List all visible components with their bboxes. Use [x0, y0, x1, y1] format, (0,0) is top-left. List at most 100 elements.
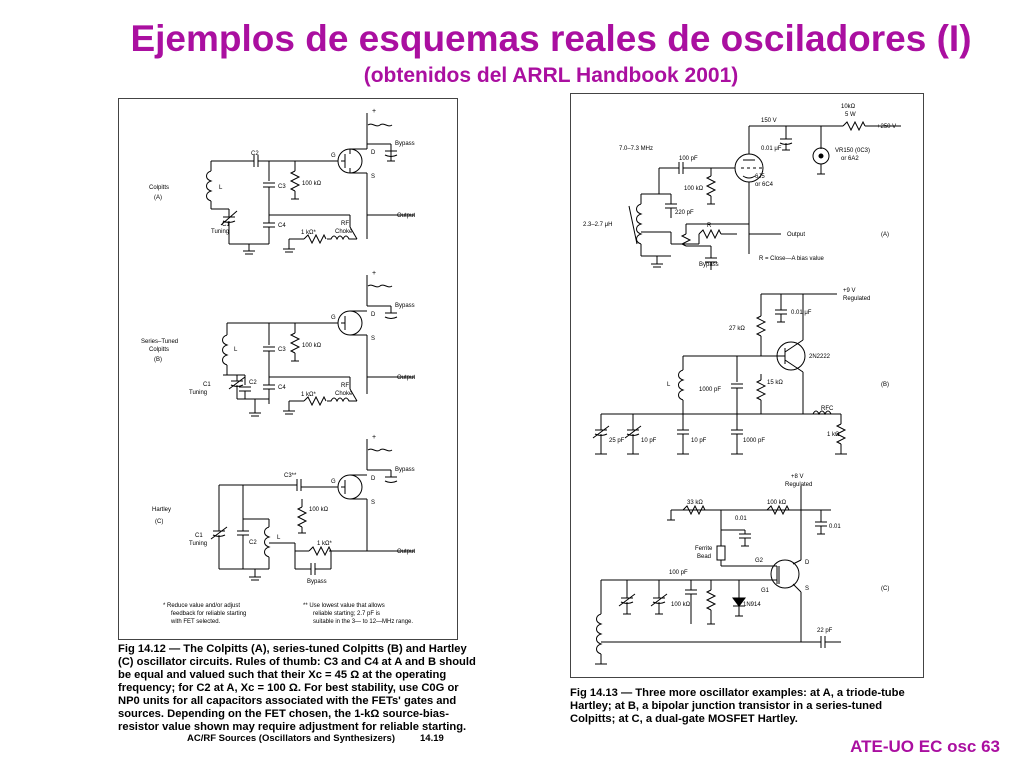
a-5w: 5 W — [845, 112, 856, 118]
circuit-b-name-1: Series–Tuned — [141, 339, 178, 345]
circuit-c-c3: C3** — [284, 473, 297, 479]
page-footer-number: 14.19 — [420, 733, 444, 744]
b-regulated: Regulated — [843, 296, 870, 302]
fig12-note1-line2: feedback for reliable starting — [171, 611, 246, 617]
c-r100ka: 100 kΩ — [767, 500, 787, 506]
c-s: S — [805, 586, 809, 592]
fig12-note1-line1: * Reduce value and/or adjust — [163, 603, 240, 609]
circuit-b-output: Output — [397, 375, 415, 381]
circuit-b-r100k: 100 kΩ — [302, 343, 322, 349]
c-tag: (C) — [881, 586, 889, 592]
circuit-a: + Bypass G D S 100 kΩ Output L C1 Tuning… — [149, 108, 415, 255]
circuit-b-c4: C4 — [278, 385, 286, 391]
fig12-schematic-panel: + Bypass G D S 100 kΩ Output L C1 Tuning… — [118, 98, 458, 640]
circuit-a-output: Output — [397, 213, 415, 219]
fig12-note2-line2: reliable starting; 2.7 pF is — [313, 611, 380, 617]
b-r15k: 15 kΩ — [767, 380, 783, 386]
circuit-a-r1k: 1 kΩ* — [301, 230, 316, 236]
circuit-c-output: Output — [397, 549, 415, 555]
fig13-schematic: 10kΩ 5 W 150 V +250 V 7.0–7.3 MHz 0.01 μ… — [583, 104, 901, 665]
b-rfc: RFC — [821, 406, 834, 412]
circuit-a-c4: C4 — [278, 223, 286, 229]
a-or6a2: or 6A2 — [841, 156, 859, 162]
b-c10a: 10 pF — [641, 438, 657, 444]
circuit-a-plus: + — [372, 108, 376, 115]
b-q: 2N2222 — [809, 354, 831, 360]
fig12-caption-line: NP0 units for all capacitors associated … — [118, 695, 457, 707]
circuit-a-c3: C3 — [278, 184, 286, 190]
c-r33k: 33 kΩ — [687, 500, 703, 506]
circuit-b-g: G — [331, 315, 336, 321]
fig13-caption-line: Colpitts; at C, a dual-gate MOSFET Hartl… — [570, 713, 798, 725]
a-250v: +250 V — [877, 124, 896, 130]
fig13-circuit-a: 10kΩ 5 W 150 V +250 V 7.0–7.3 MHz 0.01 μ… — [583, 104, 901, 270]
fig12-note1-line3: with FET selected. — [170, 619, 221, 625]
circuit-a-c1: C1 — [222, 222, 230, 228]
slide-subtitle: (obtenidos del ARRL Handbook 2001) — [363, 64, 739, 87]
circuit-a-rf: RF — [341, 221, 349, 227]
circuit-b-plus: + — [372, 270, 376, 277]
circuit-a-tag: (A) — [154, 195, 162, 201]
a-r100k: 100 kΩ — [684, 186, 704, 192]
circuit-a-c2: C2 — [251, 151, 259, 157]
c-c100p: 100 pF — [669, 570, 688, 576]
circuit-a-d: D — [371, 150, 376, 156]
circuit-b-s: S — [371, 336, 375, 342]
b-tag: (B) — [881, 382, 889, 388]
circuit-b: + Bypass G D S 100 kΩ Output L C1 Tuning… — [141, 270, 415, 417]
fig12-note2-line3: suitable in the 3— to 12—MHz range. — [313, 619, 413, 625]
circuit-b-c1: C1 — [203, 382, 211, 388]
fig13-caption-line: Fig 14.13 — Three more oscillator exampl… — [570, 687, 905, 699]
circuit-a-l: L — [219, 185, 223, 191]
a-150v: 150 V — [761, 118, 777, 124]
circuit-c-r100k: 100 kΩ — [309, 507, 329, 513]
c-8v: +8 V — [791, 474, 804, 480]
circuit-c-bypass-cap: Bypass — [307, 579, 327, 585]
circuit-a-r100k: 100 kΩ — [302, 181, 322, 187]
b-c10b: 10 pF — [691, 438, 707, 444]
circuit-b-c2: C2 — [249, 380, 257, 386]
c-regulated: Regulated — [785, 482, 812, 488]
c-d: D — [805, 560, 810, 566]
circuit-b-r1k: 1 kΩ* — [301, 392, 316, 398]
circuit-b-name-2: Colpitts — [149, 347, 169, 353]
fig12-caption-line: Fig 14.12 — The Colpitts (A), series-tun… — [118, 643, 467, 655]
c-g1: G1 — [761, 588, 770, 594]
slide-title: Ejemplos de esquemas reales de oscilador… — [130, 18, 972, 59]
c-r100kb: 100 kΩ — [671, 602, 691, 608]
a-c100p: 100 pF — [679, 156, 698, 162]
circuit-a-name: Colpitts — [149, 185, 169, 191]
fig12-caption: Fig 14.12 — The Colpitts (A), series-tun… — [118, 643, 476, 734]
b-c1000b: 1000 pF — [743, 438, 765, 444]
circuit-a-bypass: Bypass — [395, 141, 415, 147]
circuit-a-s: S — [371, 174, 375, 180]
circuit-b-tag: (B) — [154, 357, 162, 363]
a-ind: 2.3–2.7 μH — [583, 222, 612, 228]
a-vr150: VR150 (0C3) — [835, 148, 870, 154]
c-c22: 22 pF — [817, 628, 833, 634]
circuit-a-g: G — [331, 153, 336, 159]
circuit-c-g: G — [331, 479, 336, 485]
fig12-caption-line: frequency; for C2 at A, Xᴄ = 100 Ω. For … — [118, 682, 459, 694]
c-diode: 1N914 — [743, 602, 761, 608]
b-c001: 0.01 μF — [791, 310, 812, 316]
circuit-b-d: D — [371, 312, 376, 318]
circuit-a-tuning: Tuning — [211, 229, 229, 235]
circuit-b-l: L — [234, 347, 238, 353]
circuit-b-choke: Choke — [335, 391, 353, 397]
circuit-c-bypass: Bypass — [395, 467, 415, 473]
circuit-b-c3: C3 — [278, 347, 286, 353]
a-c001: 0.01 μF — [761, 146, 782, 152]
circuit-c-s: S — [371, 500, 375, 506]
c-ferrite2: Bead — [697, 554, 711, 560]
b-c1000a: 1000 pF — [699, 387, 721, 393]
a-bypass: Bypass — [699, 262, 719, 268]
c-g2: G2 — [755, 558, 764, 564]
circuit-c-d: D — [371, 476, 376, 482]
fig12-caption-line: sources. Depending on the FET chosen, th… — [118, 708, 449, 720]
circuit-c-r1k: 1 kΩ* — [317, 541, 332, 547]
a-note: R = Close—A bias value — [759, 256, 825, 262]
fig13-caption-line: Hartley; at B, a bipolar junction transi… — [570, 700, 883, 712]
c-ferrite1: Ferrite — [695, 546, 713, 552]
fig12-schematic: + Bypass G D S 100 kΩ Output L C1 Tuning… — [141, 108, 415, 625]
